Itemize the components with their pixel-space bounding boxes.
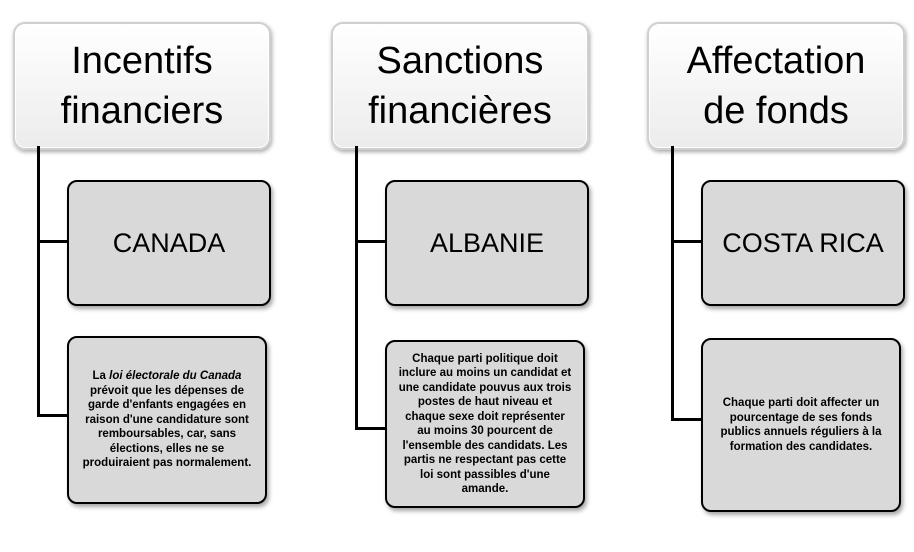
header-line-1: Sanctions: [376, 40, 544, 82]
connector-branch: [37, 240, 69, 243]
connector-branch: [355, 427, 387, 430]
column-affectation: Affectation de fonds COSTA RICA Chaque p…: [647, 0, 914, 552]
detail-text-post: prévoit que les dépenses de garde d'enfa…: [82, 384, 252, 470]
header-line-1: Affectation: [686, 40, 866, 82]
detail-text-pre: La: [92, 370, 110, 383]
detail-text: Chaque parti politique doit inclure au m…: [398, 352, 572, 496]
detail-text: Chaque parti doit affecter un pourcentag…: [720, 397, 882, 453]
detail-text-italic: loi électorale du Canada: [109, 370, 242, 383]
header-box: Incentifs financiers: [13, 22, 271, 150]
country-label: COSTA RICA: [722, 227, 884, 258]
connector-stem: [355, 146, 358, 429]
country-label: ALBANIE: [429, 227, 545, 258]
header-line-1: Incentifs: [71, 40, 213, 82]
connector-stem: [37, 146, 40, 416]
country-box: COSTA RICA: [701, 180, 905, 306]
column-incentifs: Incentifs financiers CANADA La loi élect…: [13, 0, 293, 552]
detail-box: La loi électorale du Canada prévoit que …: [67, 336, 267, 504]
detail-box: Chaque parti politique doit inclure au m…: [385, 340, 585, 508]
connector-branch: [671, 418, 703, 421]
connector-stem: [671, 146, 674, 420]
country-box: CANADA: [67, 180, 271, 306]
connector-branch: [37, 414, 69, 417]
header-line-2: financiers: [60, 90, 224, 132]
header-line-2: financières: [368, 90, 552, 132]
connector-branch: [355, 240, 387, 243]
header-box: Sanctions financières: [331, 22, 589, 150]
column-sanctions: Sanctions financières ALBANIE Chaque par…: [331, 0, 611, 552]
connector-branch: [671, 240, 703, 243]
detail-text: La loi électorale du Canada prévoit que …: [79, 369, 255, 471]
country-box: ALBANIE: [385, 180, 589, 306]
country-label: CANADA: [112, 227, 226, 258]
detail-box: Chaque parti doit affecter un pourcentag…: [701, 338, 901, 512]
header-line-2: de fonds: [703, 90, 849, 132]
header-box: Affectation de fonds: [647, 22, 905, 150]
